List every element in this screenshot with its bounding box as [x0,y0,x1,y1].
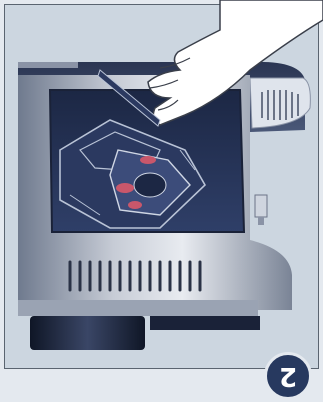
step-number-badge: 2 [264,352,312,400]
step-number: 2 [279,361,297,391]
coffee-spout [255,195,267,225]
machine-base [30,316,260,350]
